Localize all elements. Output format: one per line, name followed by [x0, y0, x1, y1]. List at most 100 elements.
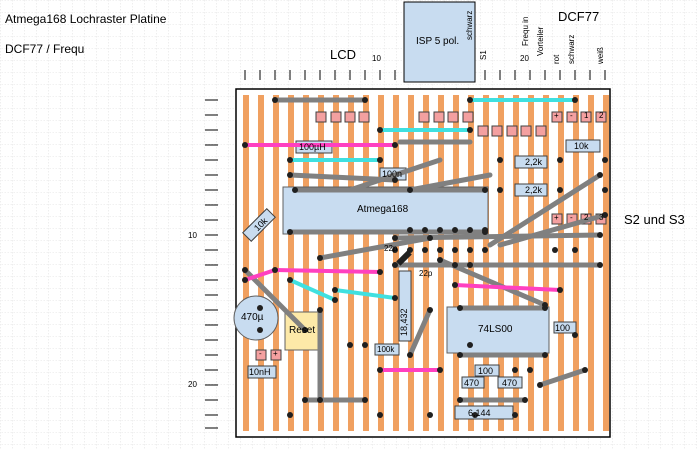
copper-strip: [273, 95, 279, 431]
pin-frequ-in-label: Frequ in: [521, 16, 530, 46]
pin-weiss-label: weiß: [596, 47, 605, 64]
solder-dot: [362, 397, 368, 403]
solder-dot: [317, 255, 323, 261]
solder-dot: [362, 342, 368, 348]
solder-dot: [557, 187, 563, 193]
solder-dot: [572, 97, 578, 103]
pin-schwarz2-label: schwarz: [567, 34, 576, 64]
inductor-100uh-label: 100µH: [299, 142, 326, 152]
cap-22p-b-label: 22p: [419, 269, 433, 278]
solder-dot: [362, 97, 368, 103]
solder-dot: [482, 247, 488, 253]
wires-cyan: [288, 98, 577, 302]
solder-dot: [287, 277, 293, 283]
solder-dot: [427, 412, 433, 418]
solder-dot: [597, 172, 603, 178]
res-100-a-label: 100: [555, 323, 571, 333]
solder-dot: [287, 172, 293, 178]
copper-strip: [603, 95, 609, 431]
pin-s1-label: S1: [479, 50, 488, 60]
pad-three-mid: 3: [599, 213, 604, 222]
solder-dot: [392, 295, 398, 301]
solder-dot: [242, 267, 248, 273]
solder-dot: [437, 257, 443, 263]
res-470-a-label: 470: [464, 378, 480, 388]
pin-schwarz-label: schwarz: [465, 10, 474, 40]
solder-dot: [272, 97, 278, 103]
res-2k2-a-label: 2,2k: [525, 157, 543, 167]
solder-dot: [292, 187, 298, 193]
dcf77-label: DCF77: [558, 9, 600, 24]
74ls00-label: 74LS00: [478, 324, 513, 335]
solder-dot: [457, 352, 463, 358]
solder-dot: [427, 235, 433, 241]
solder-dot: [552, 247, 558, 253]
solder-dot: [472, 412, 478, 418]
side-10-label: 10: [188, 231, 197, 240]
solder-dot: [272, 267, 278, 273]
solder-dot: [602, 187, 608, 193]
solder-dot: [407, 352, 413, 358]
pad-two-mid: 2: [584, 213, 589, 222]
solder-dot: [407, 187, 413, 193]
solder-dot: [377, 412, 383, 418]
pad-strips: [255, 111, 607, 361]
solder-dot: [467, 227, 473, 233]
copper-strip: [303, 95, 309, 431]
solder-dot: [437, 367, 443, 373]
solder-dot: [437, 247, 443, 253]
copper-strip: [288, 95, 294, 431]
board-subtitle: DCF77 / Frequ: [5, 42, 85, 56]
solder-dot: [287, 412, 293, 418]
pad-minus-bottom: -: [259, 349, 262, 358]
solder-dot: [572, 332, 578, 338]
solder-dot: [287, 229, 293, 235]
solder-dot: [542, 352, 548, 358]
isp-label: ISP 5 pol.: [416, 36, 460, 47]
crystal-18432-label: 18,432: [399, 308, 409, 336]
solder-points: [242, 97, 608, 418]
pad-plus-top: +: [554, 111, 559, 120]
pin-rot-label: rot: [552, 54, 561, 64]
res-470-b-label: 470: [502, 378, 518, 388]
solder-dot: [467, 127, 473, 133]
s2-s3-label: S2 und S3: [624, 212, 685, 227]
solder-dot: [242, 277, 248, 283]
pin-vorteiler-label: Vorteiler: [536, 26, 545, 56]
pad-minus-top: -: [570, 111, 573, 120]
capacitor-470u: [233, 295, 279, 341]
solder-dot: [467, 262, 473, 268]
pad-one-top: 1: [584, 111, 589, 120]
reset-label: Reset: [289, 325, 316, 336]
solder-dot: [377, 367, 383, 373]
res-2k2-b-label: 2,2k: [525, 185, 543, 195]
solder-dot: [522, 397, 528, 403]
res-100k-label: 100k: [377, 345, 395, 354]
atmega168-label: Atmega168: [357, 204, 409, 215]
inductor-10nh-label: 10nH: [249, 367, 271, 377]
copper-strip: [318, 95, 324, 431]
side-20-label: 20: [188, 380, 197, 389]
solder-dot: [582, 367, 588, 373]
solder-dot: [467, 342, 473, 348]
solder-dot: [287, 157, 293, 163]
solder-dot: [452, 247, 458, 253]
solder-dot: [467, 97, 473, 103]
solder-dot: [392, 142, 398, 148]
solder-dot: [377, 269, 383, 275]
solder-dot: [572, 247, 578, 253]
solder-dot: [257, 305, 263, 311]
cap-22p-a-label: 22p: [384, 244, 398, 253]
solder-dot: [377, 127, 383, 133]
solder-dot: [422, 227, 428, 233]
solder-dot: [452, 227, 458, 233]
copper-strip: [378, 95, 384, 431]
solder-dot: [497, 157, 503, 163]
solder-dot: [392, 235, 398, 241]
solder-dot: [317, 307, 323, 313]
board-title: Atmega168 Lochraster Platine: [5, 12, 167, 26]
lcd-label: LCD: [330, 47, 357, 62]
solder-dot: [332, 287, 338, 293]
solder-dot: [452, 282, 458, 288]
